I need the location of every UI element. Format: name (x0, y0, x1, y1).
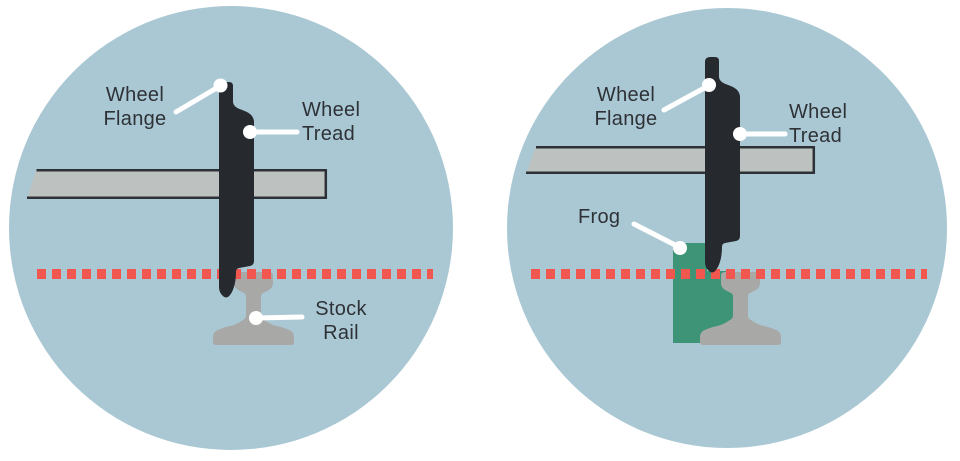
right-frog-shape (673, 243, 737, 343)
right-wheel-tread-label: Wheel Tread (789, 100, 847, 148)
right-axle-bar (526, 146, 815, 174)
left-wheel-flange-label: Wheel Flange (70, 83, 200, 131)
left-axle-bar-outline (27, 168, 328, 200)
right-wheel-tread-label-line2: Tread (789, 125, 843, 147)
left-wheel-shape (219, 82, 254, 298)
left-axle-bar (27, 169, 327, 199)
right-wheel-flange-label-line1: Wheel (596, 84, 656, 106)
left-wheel-tread-leader-dot (243, 125, 257, 139)
left-wheel-flange-label-line1: Wheel (105, 84, 165, 106)
left-wheel-tread-label-line1: Wheel (302, 99, 361, 121)
right-wheel-tread-leader-dot (733, 127, 747, 141)
left-stock-rail-leader-line (253, 314, 305, 321)
left-scene (9, 6, 453, 450)
right-rail-shape (700, 272, 781, 345)
right-frog-label-line1: Frog (578, 206, 621, 228)
left-wheel-flange-leader-line (173, 83, 223, 115)
right-frog-label: Frog (578, 205, 620, 229)
left-stock-rail-label-line1: Stock (315, 298, 367, 320)
left-stock-rail-shape (213, 272, 294, 345)
left-stock-rail-label-line2: Rail (323, 322, 359, 344)
left-wheel-tread-label-line2: Tread (302, 123, 356, 145)
right-wheel-flange-label-line2: Flange (594, 108, 658, 130)
right-frog-leader-dot (673, 241, 687, 255)
right-axle-bar-outline (526, 145, 816, 175)
left-wheel-flange-label-line2: Flange (103, 108, 167, 130)
right-wheel-flange-leader-line (661, 83, 711, 113)
right-wheel-shape (705, 57, 740, 273)
right-wheel-flange-leader-dot (702, 78, 716, 92)
left-stock-rail-label: Stock Rail (296, 297, 386, 345)
left-wheel-tread-label: Wheel Tread (302, 98, 360, 146)
right-wheel-tread-label-line1: Wheel (789, 101, 848, 123)
right-wheel-flange-label: Wheel Flange (561, 83, 691, 131)
left-wheel-flange-leader-dot (213, 78, 228, 93)
right-frog-leader-line (631, 221, 682, 250)
left-stock-rail-leader-dot (249, 311, 263, 325)
right-scene (507, 8, 947, 448)
